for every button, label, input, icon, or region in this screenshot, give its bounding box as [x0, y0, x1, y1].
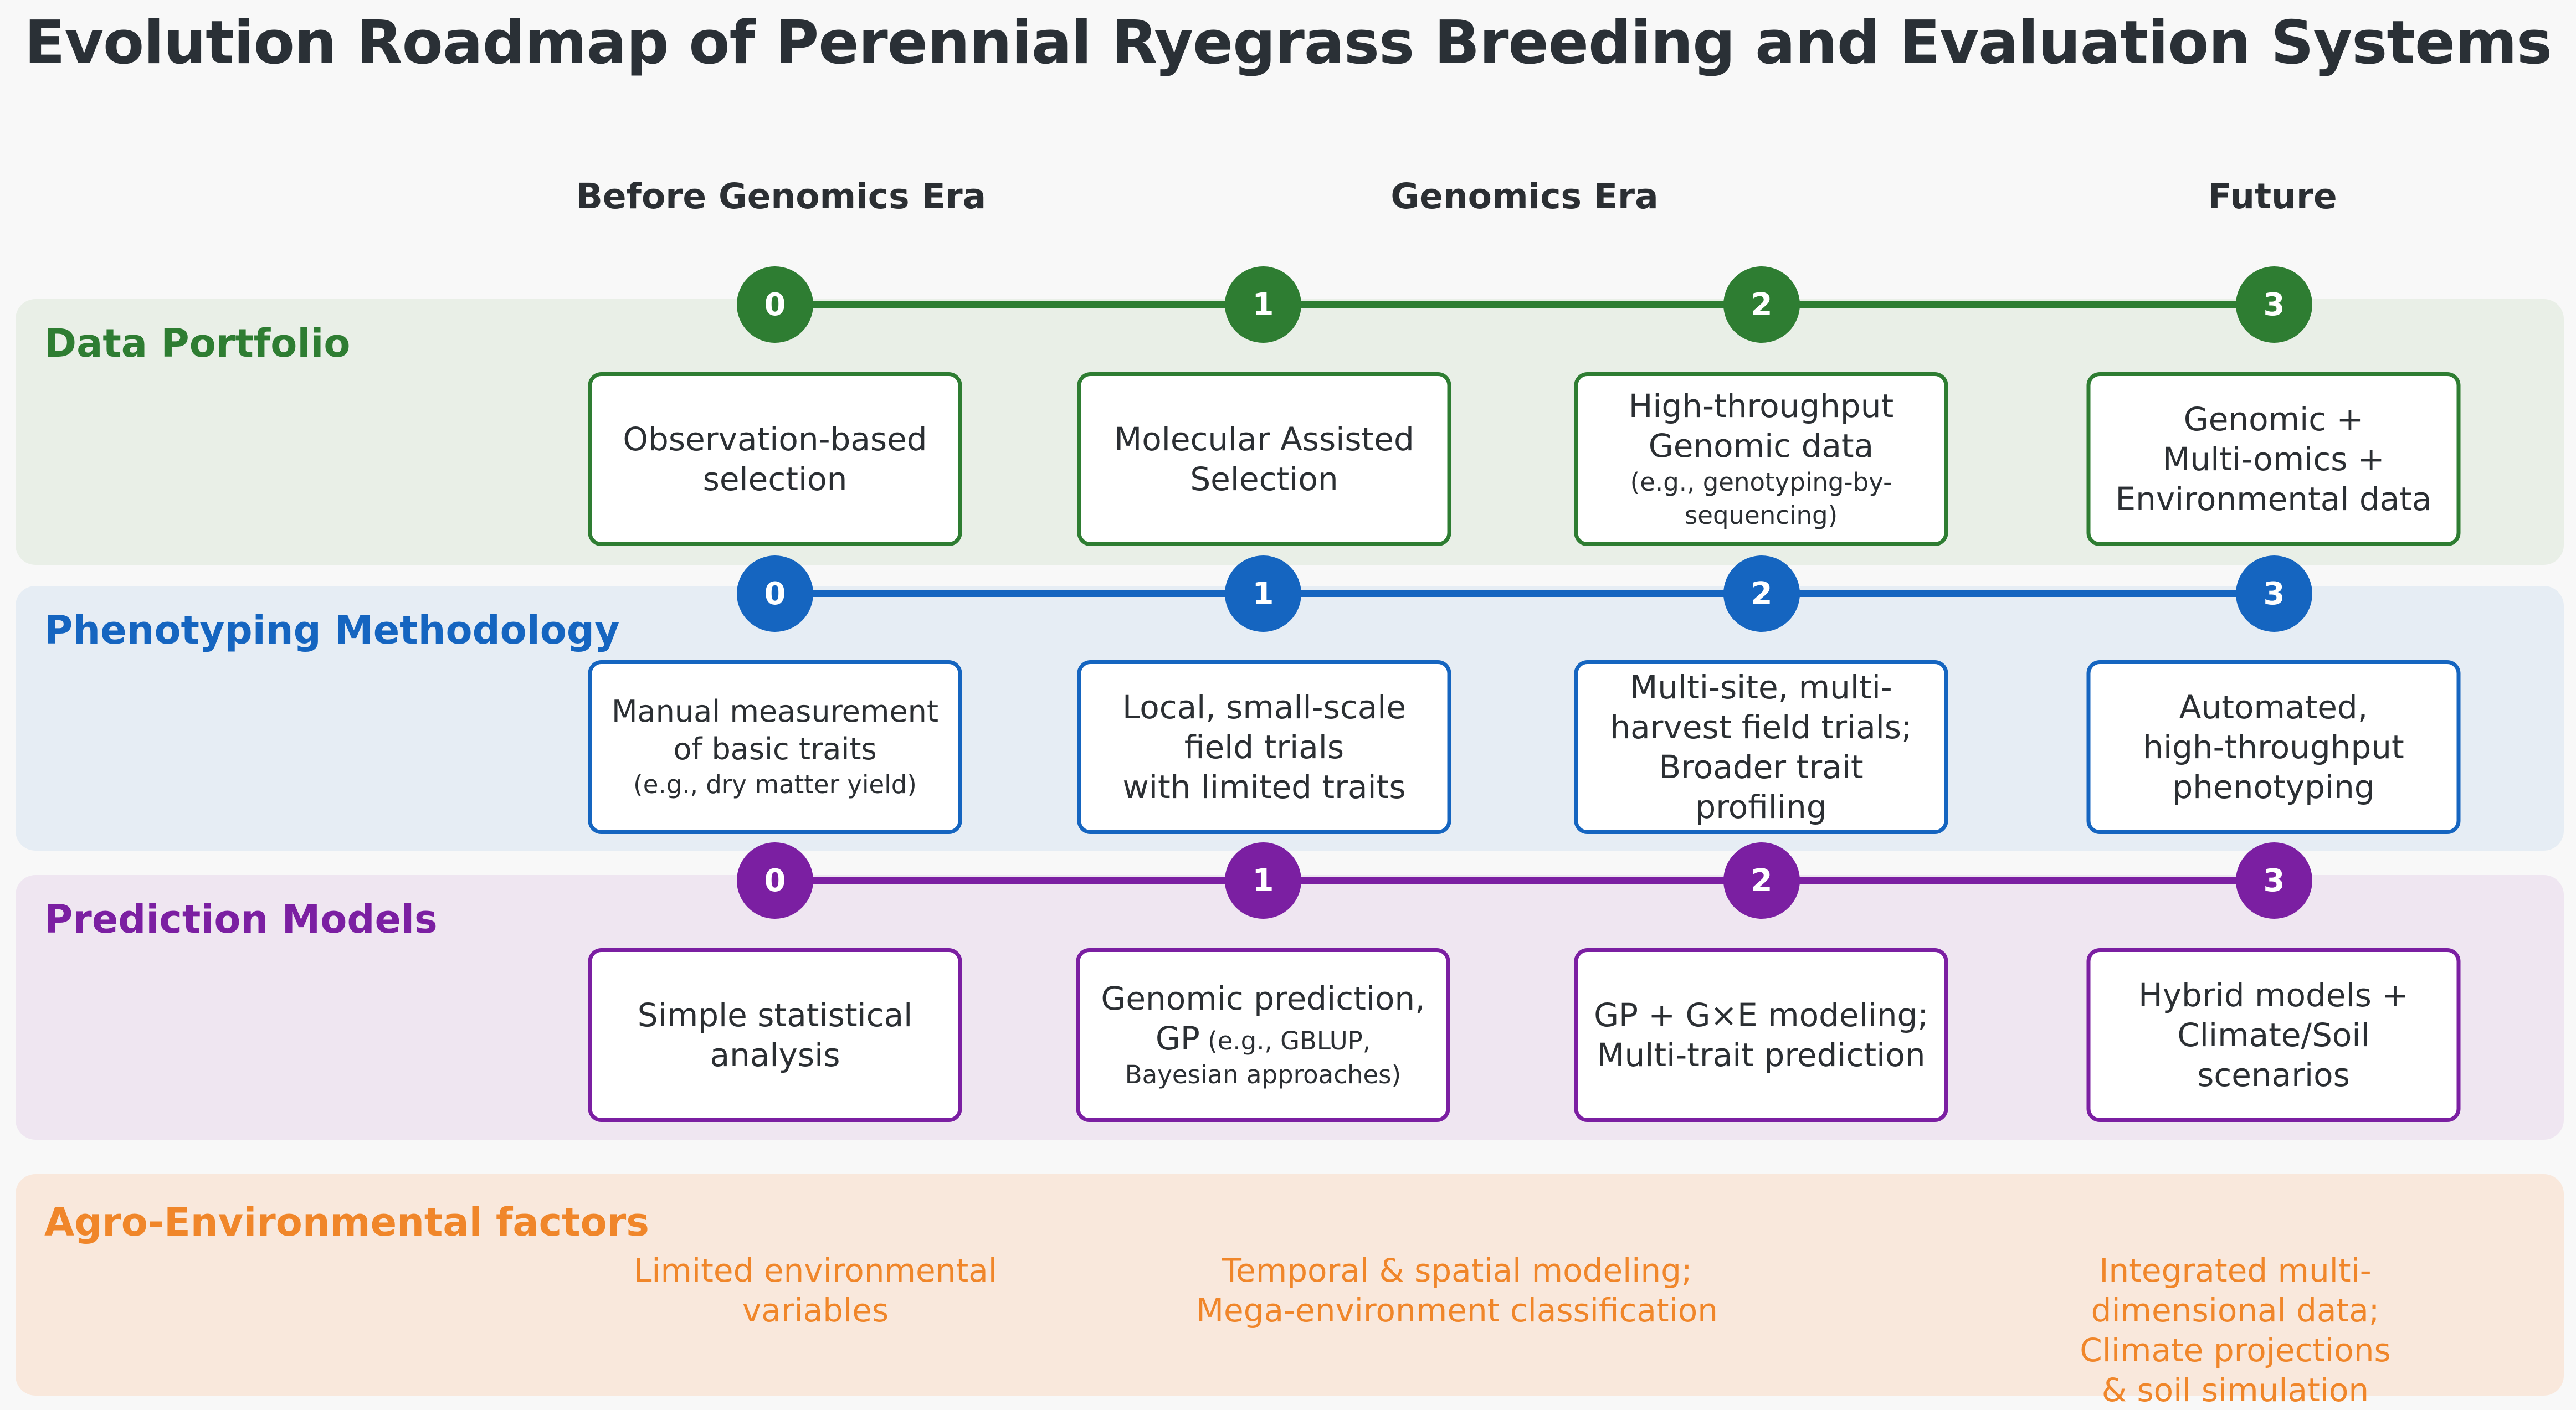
card-main-text: GP + G×E modeling; Multi-trait predictio… [1594, 996, 1928, 1074]
card-sub-inline: (e.g., GBLUP, [1199, 1026, 1371, 1056]
era-label-before-genomics: Before Genomics Era [576, 176, 987, 217]
phenotyping-card-0: Manual measurement of basic traits (e.g.… [588, 660, 962, 834]
data-portfolio-card-2: High-throughput Genomic data (e.g., geno… [1574, 372, 1948, 546]
prediction-card-0: Simple statistical analysis [588, 948, 962, 1122]
card-sub-text: Bayesian approaches) [1125, 1060, 1402, 1089]
prediction-label: Prediction Models [44, 897, 438, 942]
phenotyping-card-2: Multi-site, multi- harvest field trials;… [1574, 660, 1948, 834]
phenotyping-node-2: 2 [1723, 555, 1800, 632]
phenotyping-node-3: 3 [2236, 555, 2312, 632]
prediction-card-2: GP + G×E modeling; Multi-trait predictio… [1574, 948, 1948, 1122]
card-main-text: High-throughput Genomic data [1628, 387, 1894, 465]
prediction-node-0: 0 [737, 842, 813, 919]
phenotyping-label: Phenotyping Methodology [44, 608, 620, 653]
card-main-text: Genomic prediction, [1101, 980, 1425, 1017]
card-main-text: Molecular Assisted Selection [1114, 420, 1414, 498]
phenotyping-timeline [776, 590, 2274, 597]
phenotyping-card-1: Local, small-scale field trials with lim… [1077, 660, 1451, 834]
card-main-text: Hybrid models + Climate/Soil scenarios [2138, 976, 2409, 1094]
phenotyping-node-0: 0 [737, 555, 813, 632]
card-sub-text: (e.g., genotyping-by- sequencing) [1630, 467, 1892, 530]
card-main-text: Local, small-scale field trials with lim… [1122, 688, 1407, 806]
card-main-text: Manual measurement of basic traits [611, 694, 939, 766]
data-portfolio-node-3: 3 [2236, 266, 2312, 343]
phenotyping-card-3: Automated, high-throughput phenotyping [2086, 660, 2461, 834]
data-portfolio-label: Data Portfolio [44, 321, 351, 366]
card-main-text: Simple statistical analysis [637, 996, 913, 1074]
agro-item-0: Limited environmental variables [634, 1252, 997, 1329]
era-label-genomics: Genomics Era [1390, 176, 1659, 217]
card-sub-text: (e.g., dry matter yield) [633, 770, 917, 799]
data-portfolio-node-1: 1 [1225, 266, 1301, 343]
page-title: Evolution Roadmap of Perennial Ryegrass … [24, 8, 2552, 78]
era-label-future: Future [2208, 176, 2337, 217]
card-main-text: Genomic + Multi-omics + Environmental da… [2115, 400, 2432, 518]
agro-item-2: Integrated multi-dimensional data; Clima… [2080, 1252, 2391, 1409]
card-main-text: Automated, high-throughput phenotyping [2143, 688, 2404, 806]
data-portfolio-timeline [776, 301, 2274, 308]
data-portfolio-card-0: Observation-based selection [588, 372, 962, 546]
agro-band [16, 1174, 2564, 1396]
prediction-card-1: Genomic prediction, GP (e.g., GBLUP, Bay… [1076, 948, 1450, 1122]
prediction-timeline [776, 877, 2274, 884]
prediction-card-3: Hybrid models + Climate/Soil scenarios [2086, 948, 2461, 1122]
card-main-text-line2: GP (e.g., GBLUP, [1156, 1018, 1371, 1058]
prediction-node-3: 3 [2236, 842, 2312, 919]
card-main-text: Observation-based selection [623, 420, 927, 498]
data-portfolio-card-1: Molecular Assisted Selection [1077, 372, 1451, 546]
prediction-node-1: 1 [1225, 842, 1301, 919]
data-portfolio-node-0: 0 [737, 266, 813, 343]
agro-item-1: Temporal & spatial modeling; Mega-enviro… [1196, 1252, 1718, 1329]
card-main-gp: GP [1155, 1020, 1200, 1057]
agro-label: Agro-Environmental factors [44, 1200, 649, 1245]
prediction-node-2: 2 [1723, 842, 1800, 919]
data-portfolio-card-3: Genomic + Multi-omics + Environmental da… [2086, 372, 2461, 546]
card-main-text: Multi-site, multi- harvest field trials;… [1610, 668, 1912, 826]
phenotyping-node-1: 1 [1225, 555, 1301, 632]
data-portfolio-node-2: 2 [1723, 266, 1800, 343]
